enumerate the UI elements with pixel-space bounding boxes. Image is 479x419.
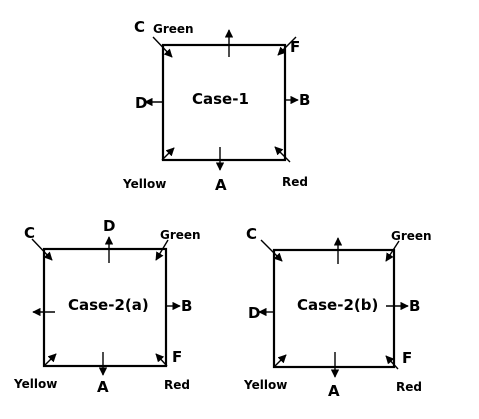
case-1-label-yellow: Yellow [122,177,166,191]
case-2a-label-green: Green [160,228,201,242]
case-2a-label-c: C [24,224,35,242]
case-2a-label-yellow: Yellow [13,377,57,391]
case-2b-title: Case-2(b) [297,296,378,314]
case-2b-label-red: Red [396,380,422,394]
case-2b-label-yellow: Yellow [243,378,287,392]
case-1-diagram: C Green F D Case-1 B Yellow A Red [122,18,310,194]
case-2b-square [272,248,396,369]
case-1-label-c: C [134,18,145,36]
case-1-arrow-f [277,36,297,56]
case-1-label-a: A [215,176,227,194]
case-2b-arrow-c [260,239,283,262]
case-2b-arrow-f [385,355,399,370]
case-2a-square [42,247,168,368]
case-1-label-green: Green [153,22,194,36]
case-2a-diagram: C D Green Case-2(a) B F Yellow A Red [13,217,201,396]
case-1-label-b: B [299,91,310,109]
case-2b-label-f: F [402,349,412,367]
case-1-arrow-red [274,146,291,163]
case-2b-arrow-green [385,240,400,262]
case-2b-label-c: C [246,225,257,243]
case-1-square [161,43,287,162]
case-2b-arrow-yellow [273,354,287,368]
case-2a-title: Case-2(a) [68,296,149,314]
case-2b-diagram: C Green D Case-2(b) B F Yellow A Red [243,225,432,400]
case-2a-arrow-green [155,239,169,261]
case-1-title: Case-1 [192,90,249,108]
case-2a-label-b: B [181,297,192,315]
case-2b-label-d: D [248,304,260,322]
case-2b-label-b: B [409,297,420,315]
case-1-label-d: D [135,94,147,112]
case-2a-arrow-f [155,353,168,367]
case-2a-label-f: F [172,348,182,366]
case-2a-label-red: Red [164,378,190,392]
case-2b-label-green: Green [391,229,432,243]
case-2a-arrow-yellow [43,353,57,367]
case-1-arrow-c [152,36,173,58]
case-1-arrow-yellow [161,147,175,161]
case-2a-arrow-c [31,238,53,261]
case-2a-label-a: A [97,378,109,396]
case-1-label-f: F [290,38,300,56]
case-2a-label-d: D [103,217,115,235]
case-1-label-red: Red [282,175,308,189]
case-2b-label-a: A [328,382,340,400]
